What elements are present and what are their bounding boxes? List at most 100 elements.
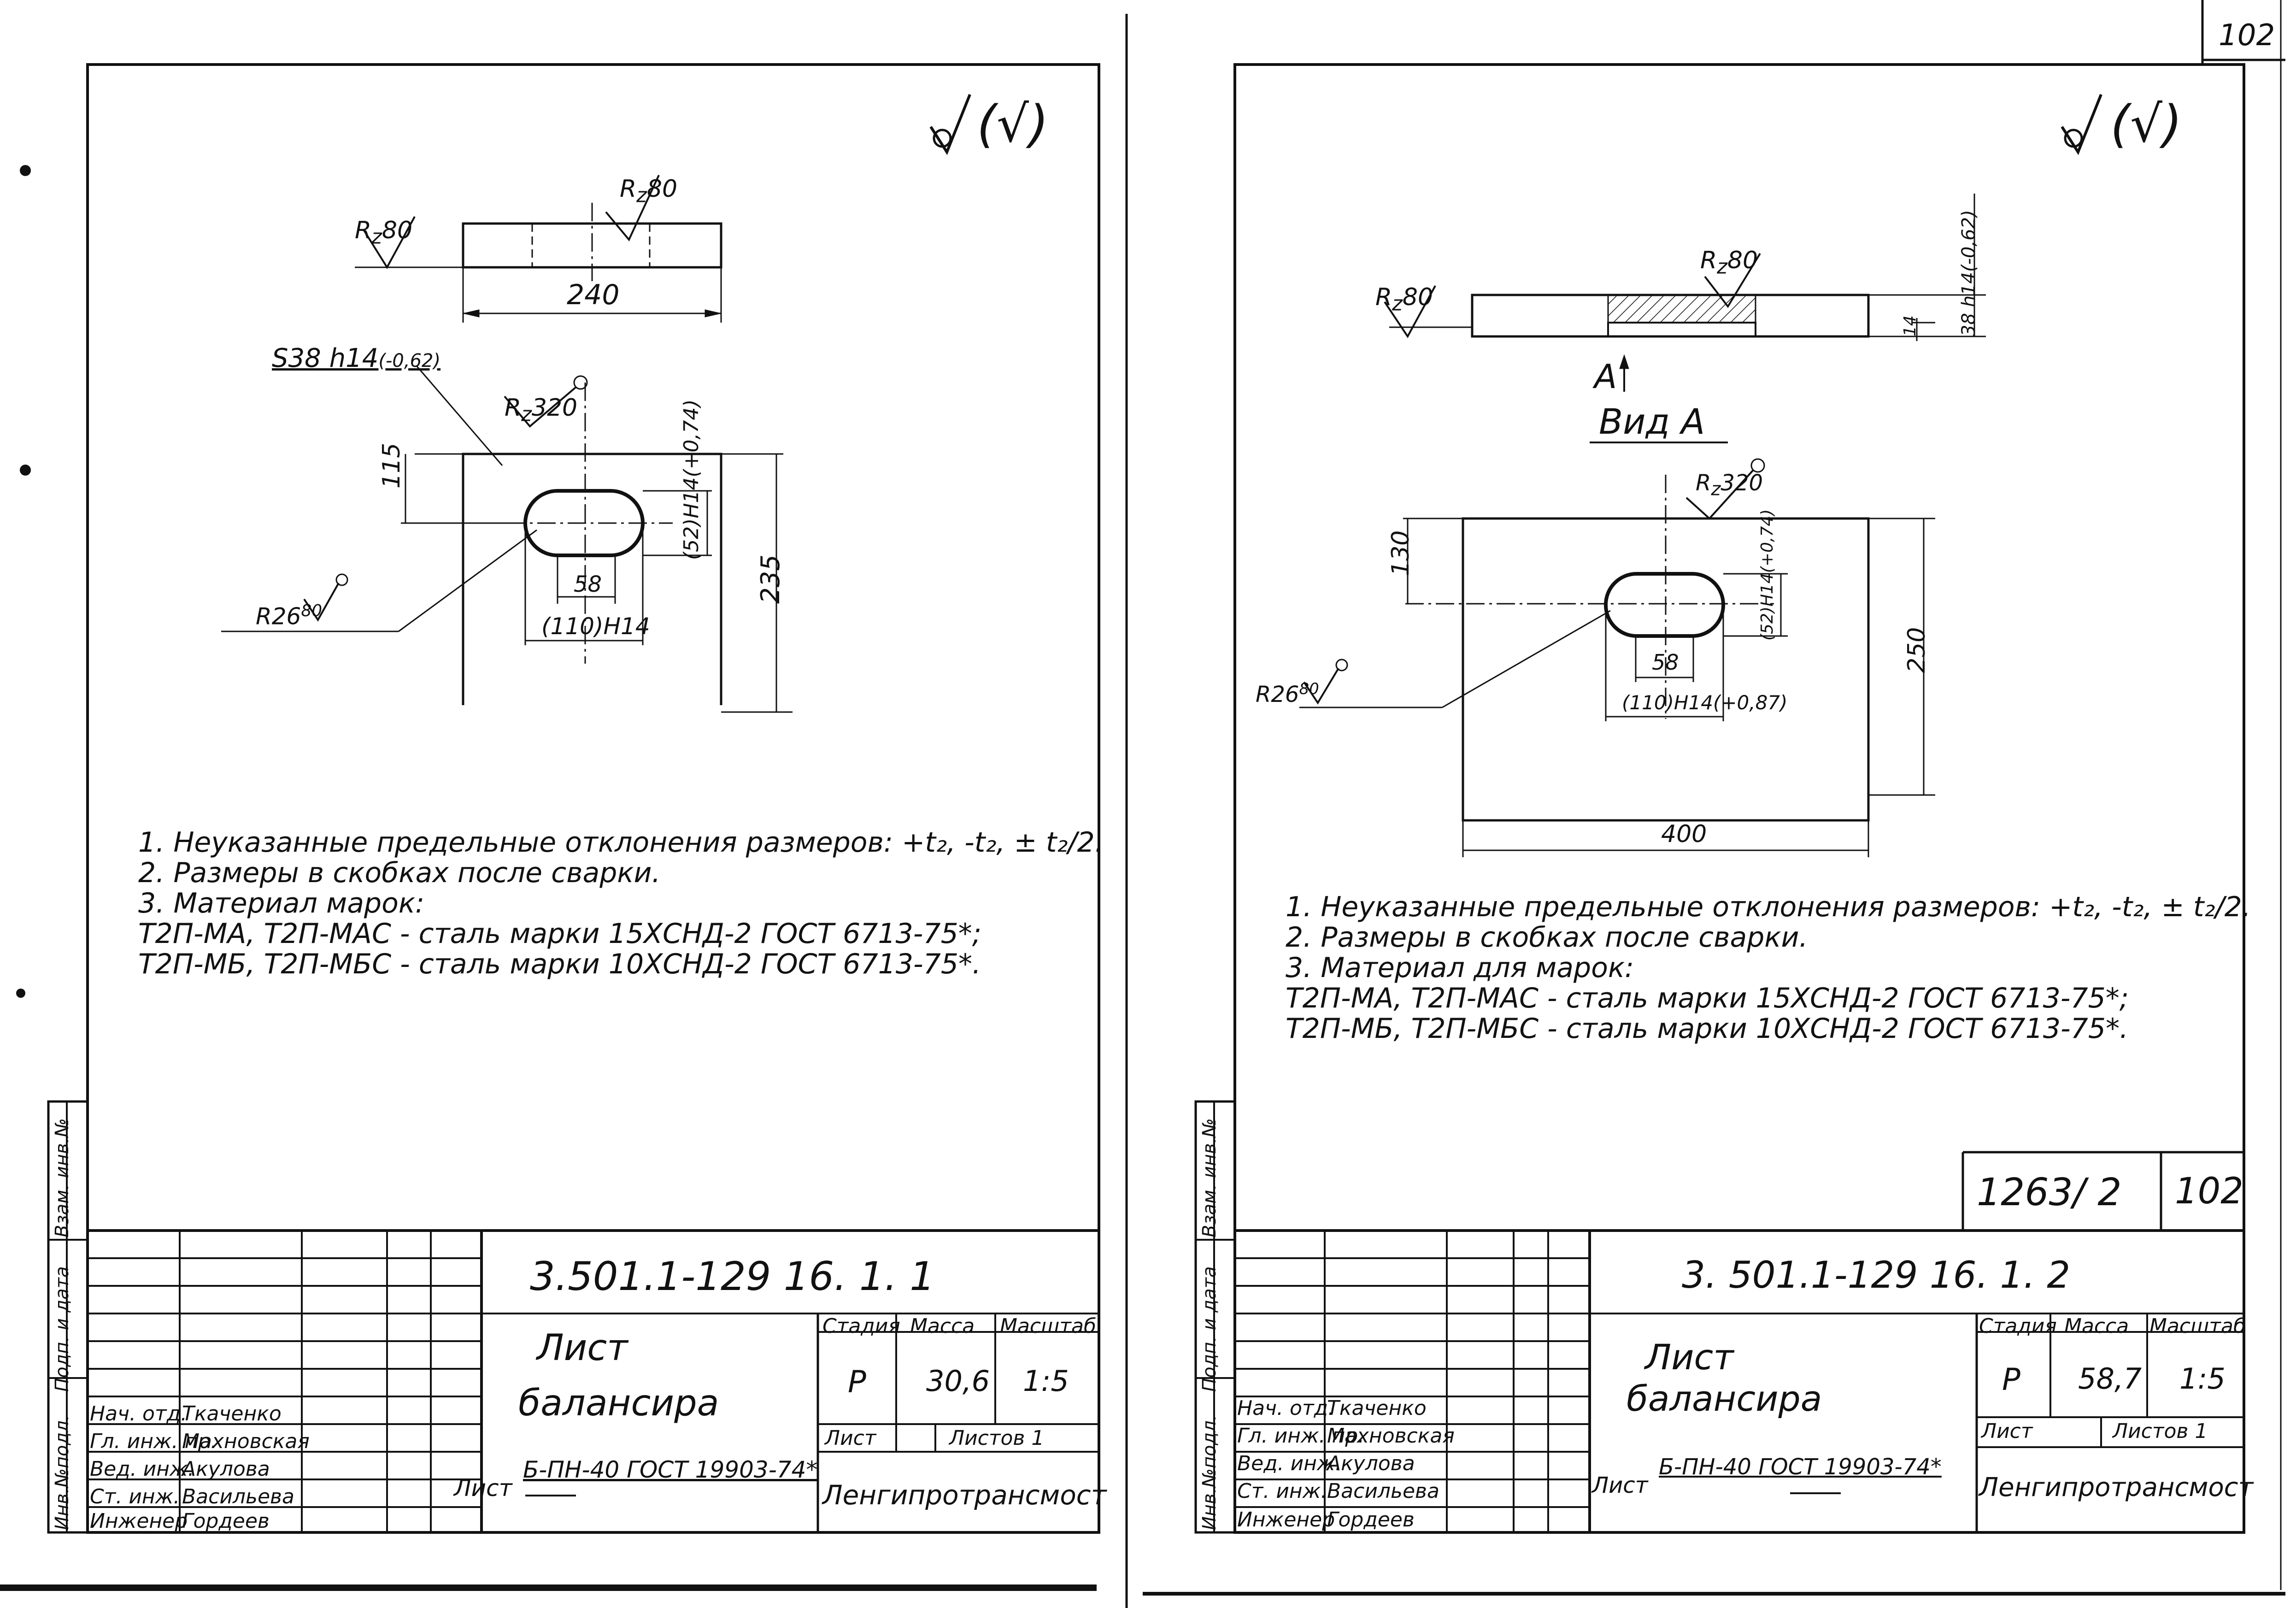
right-stage-header: Стадия (1979, 1314, 2057, 1338)
left-dim-110: (110)H14 (541, 613, 650, 640)
right-scale: 1:5 (2179, 1362, 2226, 1396)
right-name-2: Махновская (1327, 1424, 1455, 1448)
left-side-label-1: Инв.№подл. (52, 1414, 73, 1530)
right-dim-52: (52)H14(+0,74) (1758, 509, 1777, 641)
right-surface-mark: (√) (2110, 94, 2182, 153)
right-side-strip (1194, 1100, 1236, 1534)
left-name-5: Гордеев (182, 1509, 270, 1533)
left-scale-header: Масштаб (1000, 1314, 1097, 1338)
right-rz80-label-2: Rz80 (1700, 247, 1758, 279)
right-note-3: 3. Материал для марок: (1286, 952, 1634, 984)
left-side-label-2: Подп. и дата (52, 1266, 73, 1392)
right-dim-400: 400 (1661, 820, 1707, 848)
left-notes: 1. Неуказанные предельные отклонения раз… (138, 827, 1104, 979)
right-organization: Ленгипротрансмост (1979, 1473, 2254, 1502)
left-sheet-header: Лист (825, 1426, 876, 1450)
right-sheet-header: Лист (1981, 1420, 2033, 1443)
right-name-5: Гордеев (1327, 1508, 1415, 1531)
right-doc-code: 3. 501.1-129 16. 1. 2 (1682, 1254, 2071, 1296)
left-name-3: Акулова (182, 1457, 270, 1481)
left-part-name-2: балансира (518, 1383, 719, 1424)
right-rz320-label: Rz320 (1696, 470, 1763, 500)
page-number: 102 (2219, 18, 2275, 53)
left-scale: 1:5 (1023, 1364, 1069, 1398)
right-sheets-header: Листов 1 (2113, 1420, 2208, 1443)
left-surface-mark: (√) (977, 94, 1049, 153)
right-scale-header: Масштаб (2149, 1314, 2246, 1338)
right-rz80-label: Rz80 (1375, 283, 1433, 316)
left-sheet (47, 14, 1128, 1608)
right-stamp-sheet: 102 (2175, 1171, 2243, 1212)
right-frame (1233, 63, 2245, 1534)
right-note-4: Т2П-МА, Т2П-МАС - сталь марки 15ХСНД-2 Г… (1286, 982, 2129, 1014)
left-thickness-label: S38 h14(-0,62) (272, 343, 441, 373)
left-dim-52: (52)H14(+0,74) (680, 399, 703, 560)
right-dim-110: (110)H14(+0,87) (1622, 691, 1788, 714)
right-role-4: Ст. инж. (1237, 1479, 1327, 1503)
right-material: Б-ПН-40 ГОСТ 19903-74* (1659, 1454, 1942, 1480)
left-plate-outline (462, 453, 722, 705)
left-side-strip (47, 1100, 89, 1534)
right-dim-250: 250 (1903, 627, 1931, 673)
right-dim-130: 130 (1387, 530, 1415, 576)
left-dim-235: 235 (756, 554, 786, 604)
left-sheets-header: Листов 1 (949, 1426, 1045, 1450)
right-note-5: Т2П-МБ, Т2П-МБС - сталь марки 10ХСНД-2 Г… (1286, 1013, 2129, 1045)
right-note-2: 2. Размеры в скобках после сварки. (1286, 921, 1808, 954)
left-note-1: 1. Неуказанные предельные отклонения раз… (138, 826, 1104, 859)
left-r26-label: R2680 (256, 601, 323, 630)
left-frame (86, 63, 1100, 1534)
right-role-3: Вед. инж. (1237, 1452, 1342, 1475)
left-note-4: Т2П-МА, Т2П-МАС - сталь марки 15ХСНД-2 Г… (138, 918, 981, 950)
left-name-4: Васильева (182, 1485, 294, 1508)
right-mass-header: Масса (2064, 1314, 2129, 1338)
right-title-block (1235, 1229, 2244, 1532)
right-slot (1604, 572, 1725, 638)
left-note-3: 3. Материал марок: (138, 887, 425, 919)
right-r26-label: R2680 (1256, 680, 1319, 707)
right-part-name-1: Лист (1645, 1337, 1734, 1378)
left-organization: Ленгипротрансмост (822, 1479, 1107, 1511)
left-name-1: Ткаченко (182, 1402, 282, 1425)
right-stage: Р (2002, 1362, 2020, 1397)
right-name-1: Ткаченко (1327, 1396, 1427, 1420)
right-role-2: Гл. инж. пр. (1237, 1424, 1365, 1448)
left-dim-115: 115 (378, 442, 405, 489)
left-stage-header: Стадия (822, 1314, 900, 1338)
left-dim-240: 240 (567, 279, 620, 311)
right-note-1: 1. Неуказанные предельные отклонения раз… (1286, 891, 2251, 923)
right-role-1: Нач. отд. (1237, 1396, 1334, 1420)
left-material-prefix: Лист (454, 1475, 512, 1502)
right-side-label-2: Подп. и дата (1199, 1266, 1220, 1392)
right-material-prefix: Лист (1592, 1473, 1648, 1498)
left-role-5: Инженер (90, 1509, 188, 1533)
right-sheet (1194, 0, 2285, 1590)
right-mass: 58,7 (2078, 1362, 2142, 1396)
right-dim-38: 38 h14(-0,62) (1958, 210, 1979, 336)
left-role-1: Нач. отд. (90, 1402, 187, 1425)
left-role-3: Вед. инж. (90, 1457, 194, 1481)
right-part-name-2: балансира (1627, 1378, 1822, 1419)
right-view-marker: A (1594, 357, 1617, 396)
right-stamp-code: 1263/ 2 (1977, 1171, 2122, 1214)
left-rz80-label: Rz80 (355, 217, 413, 249)
right-notes: 1. Неуказанные предельные отклонения раз… (1286, 892, 2251, 1044)
left-mass-header: Масса (910, 1314, 975, 1338)
left-rz320-label: Rz320 (505, 394, 578, 426)
left-role-4: Ст. инж. (90, 1485, 180, 1508)
left-side-label-3: Взам. инв.№ (52, 1118, 73, 1237)
left-name-2: Махновская (182, 1430, 310, 1453)
right-name-4: Васильева (1327, 1479, 1439, 1503)
right-view-title: Вид А (1599, 401, 1705, 442)
right-dim-14: 14 (1901, 315, 1920, 336)
left-stage: Р (848, 1364, 866, 1400)
left-part-name-1: Лист (537, 1327, 628, 1369)
left-note-5: Т2П-МБ, Т2П-МБС - сталь марки 10ХСНД-2 Г… (138, 948, 981, 980)
left-mass: 30,6 (926, 1364, 990, 1398)
left-doc-code: 3.501.1-129 16. 1. 1 (530, 1254, 935, 1300)
right-side-label-1: Инв.№подл. (1199, 1414, 1220, 1530)
left-dim-58: 58 (574, 571, 602, 597)
left-material: Б-ПН-40 ГОСТ 19903-74* (523, 1456, 818, 1483)
right-role-5: Инженер (1237, 1508, 1335, 1531)
